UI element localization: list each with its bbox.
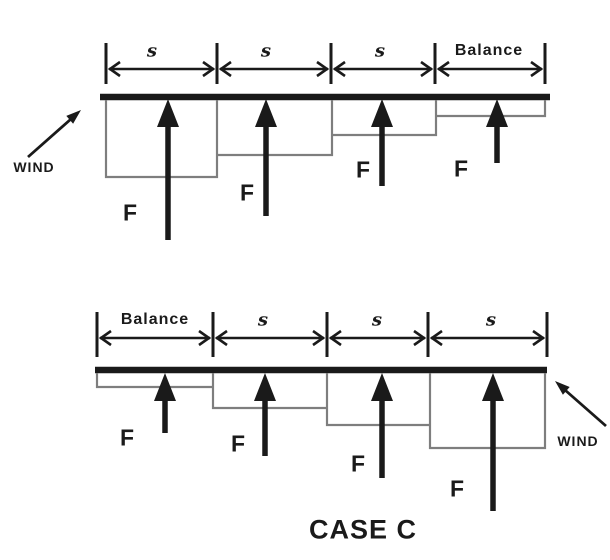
bottom-force-label-3: F [350,450,366,477]
arrowhead-right [420,60,434,78]
force-arrowhead [486,99,508,127]
top-dimension-ticks [104,43,547,84]
force-arrowhead [157,99,179,127]
arrowhead-right [532,329,546,347]
force-arrowhead [154,373,176,401]
arrowhead-left [328,329,342,347]
bottom-wind-arrow [555,381,607,428]
top-wind-arrow [27,110,81,159]
top-segment-label-s-2: s [260,40,272,62]
top-force-label-4: F [453,155,469,182]
arrowhead-right [202,60,216,78]
force-arrowhead [371,373,393,401]
arrowhead-right [312,329,326,347]
top-force-label-2: F [239,179,255,206]
top-segment-label-s-3: s [374,40,386,62]
force-arrowhead [482,373,504,401]
force-arrowhead [254,373,276,401]
arrowhead-left [332,60,346,78]
top-force-label-3: F [355,156,371,183]
bottom-wind-label: WIND [557,433,599,449]
top-force-label-1: F [122,199,138,226]
top-segment-label-balance: Balance [454,42,524,59]
bottom-segment-label-s-1: s [257,309,269,331]
bottom-segment-label-balance: Balance [120,311,190,328]
bottom-segment-label-s-2: s [371,309,383,331]
arrowhead-left [214,329,228,347]
bottom-force-label-4: F [449,475,465,502]
arrowhead-left [436,60,450,78]
bottom-force-label-1: F [119,424,135,451]
force-arrowhead [371,99,393,127]
force-arrowhead [255,99,277,127]
top-segment-label-s-1: s [146,40,158,62]
top-wind-label: WIND [13,159,55,175]
arrowhead-right [530,60,544,78]
bottom-force-label-2: F [230,430,246,457]
arrowhead-left [98,329,112,347]
arrowhead-left [107,60,121,78]
arrowhead-right [316,60,330,78]
bottom-pressure-step-lines [95,373,547,450]
diagram-caption: CASE C [308,514,418,545]
bottom-dimension-ticks [95,312,549,357]
arrowhead-left [218,60,232,78]
wind-arrowhead [66,110,81,124]
wind-arrowhead [555,381,570,395]
bottom-dimension-arrows [98,329,546,347]
wind-arrow-shaft [27,117,72,159]
top-dimension-arrows [107,60,544,78]
bottom-segment-label-s-3: s [485,309,497,331]
arrowhead-right [198,329,212,347]
arrowhead-left [429,329,443,347]
bottom-force-arrows [154,373,504,511]
top-pressure-step-lines [104,100,547,179]
top-force-arrows [157,99,508,240]
wind-arrow-shaft [564,388,607,428]
arrowhead-right [413,329,427,347]
